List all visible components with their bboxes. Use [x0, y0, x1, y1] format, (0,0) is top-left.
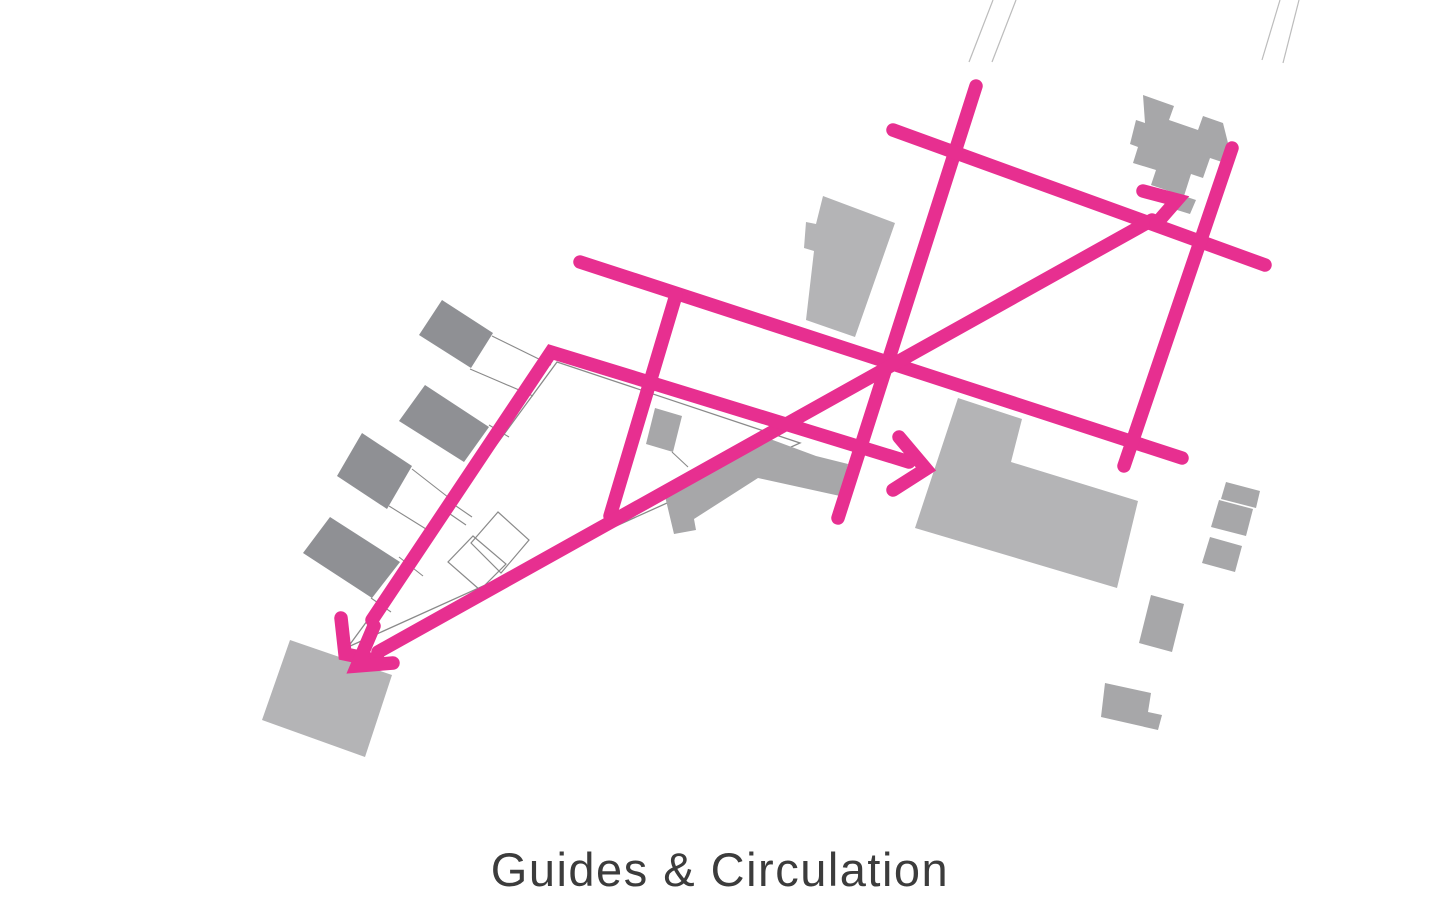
stepped-cluster	[1130, 95, 1228, 214]
guide-main-diagonal	[371, 213, 1159, 659]
connector-line-4	[411, 468, 454, 502]
buildings-layer	[262, 95, 1260, 757]
parcel-square-a	[470, 511, 530, 574]
chevron-building	[664, 436, 848, 534]
small-block-5	[1101, 683, 1162, 730]
small-block-4	[1139, 595, 1184, 652]
context-line-4	[1282, 0, 1300, 64]
arrowhead-northeast	[1136, 184, 1190, 231]
context-line-1	[968, 0, 994, 63]
context-line-2	[991, 0, 1017, 63]
connector-line-5	[388, 505, 427, 530]
context-lines-layer	[968, 0, 1300, 64]
connector-line-10	[449, 513, 467, 526]
guide-lines-layer	[334, 79, 1272, 674]
arrowhead-southwest-secondary	[346, 619, 400, 674]
left-house-3	[337, 433, 412, 509]
guide-corner-route	[365, 344, 916, 627]
left-house-2	[399, 385, 489, 462]
left-house-1	[419, 300, 493, 368]
guide-steep-right	[1117, 141, 1239, 473]
connector-line-9	[455, 505, 473, 518]
diagram-title: Guides & Circulation	[490, 843, 950, 896]
guide-short-steep	[603, 288, 683, 523]
arrowhead-east	[886, 430, 937, 497]
left-house-4	[303, 517, 400, 598]
connector-line-8	[671, 451, 689, 468]
small-block-3	[1202, 537, 1242, 572]
small-annex	[646, 408, 682, 452]
warehouse-l	[915, 398, 1138, 588]
context-line-3	[1261, 0, 1281, 61]
small-block-1	[1221, 482, 1260, 508]
small-block-2	[1211, 500, 1253, 536]
tower-slab	[804, 196, 895, 337]
